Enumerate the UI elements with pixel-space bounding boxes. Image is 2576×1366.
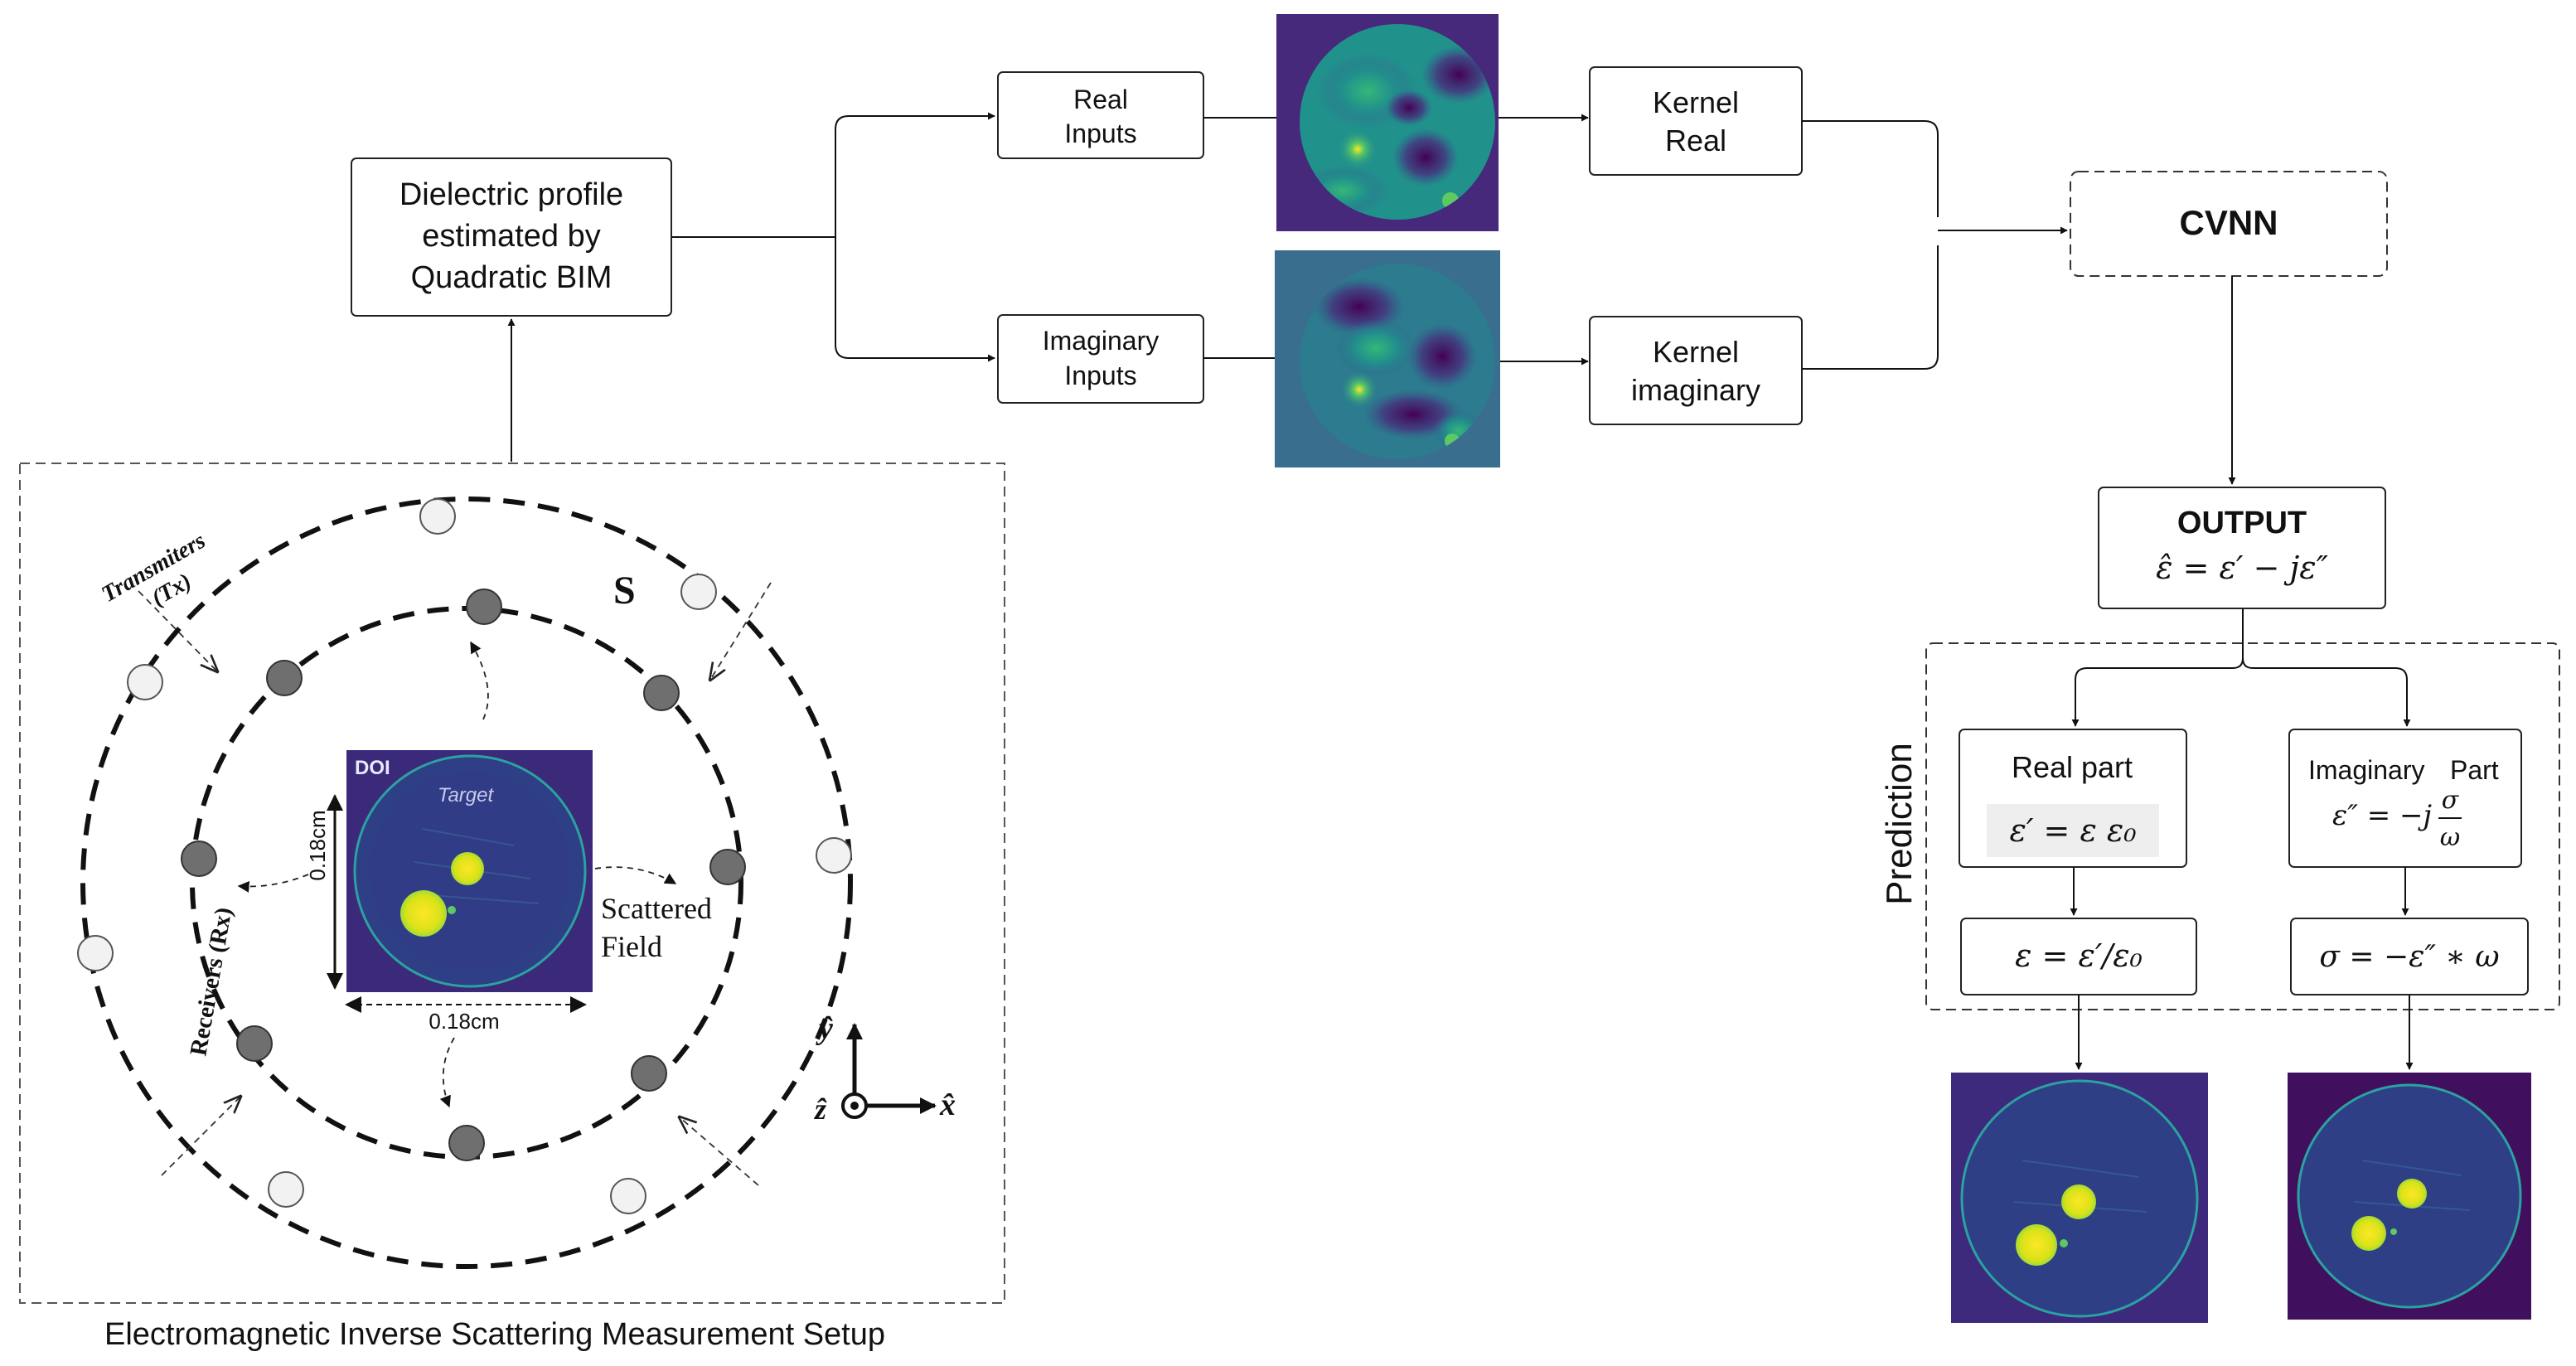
- kernel-real-box: Kernel Real: [1589, 66, 1803, 176]
- rx-node: [643, 675, 680, 711]
- rx-node: [236, 1025, 273, 1062]
- prediction-panel: Prediction Real part ε′ = ε ε₀ Imaginary…: [1879, 608, 2560, 1010]
- branch-connector: [671, 112, 995, 362]
- kernel-imag-line1: Kernel: [1653, 335, 1739, 369]
- rx-node: [466, 589, 502, 625]
- rx-node: [448, 1125, 485, 1161]
- imaginary-inputs-box: Imaginary Inputs: [997, 314, 1204, 404]
- transmitters-label: Transmiters (Tx): [97, 528, 210, 612]
- tx-node: [268, 1171, 304, 1208]
- kernel-real-line2: Real: [1665, 124, 1726, 157]
- imaginary-inputs-line2: Inputs: [1064, 361, 1136, 390]
- imaginary-inputs-line1: Imaginary: [1043, 326, 1160, 356]
- surface-s-label: S: [613, 569, 636, 613]
- cvnn-box: CVNN: [2070, 171, 2388, 277]
- real-input-image: [1276, 14, 1499, 231]
- sigma-formula: σ = −ε″ ∗ ω: [2319, 940, 2499, 974]
- real-part-formula-bg: [1987, 804, 2159, 857]
- kernel-imaginary-box: Kernel imaginary: [1589, 316, 1803, 425]
- rx-node: [181, 840, 217, 877]
- output-label: OUTPUT: [2177, 506, 2307, 540]
- real-inputs-box: Real Inputs: [997, 71, 1204, 159]
- receiver-nodes: [181, 589, 746, 1161]
- real-part-formula: ε′ = ε ε₀: [2009, 812, 2136, 849]
- z-axis-label: ẑ: [813, 1092, 827, 1126]
- tx-node: [610, 1178, 646, 1214]
- rx-node: [631, 1055, 667, 1092]
- tx-node: [77, 935, 114, 971]
- bim-line-1: Dielectric profile: [399, 177, 623, 212]
- imag-part-title-1: Imaginary: [2308, 755, 2425, 785]
- bim-line-3: Quadratic BIM: [411, 260, 613, 295]
- kernel-real-line1: Kernel: [1653, 85, 1739, 119]
- real-part-title: Real part: [2012, 750, 2133, 784]
- coordinate-axes: ŷ x̂ ẑ: [813, 1011, 956, 1126]
- arrow-output-to-imag-part: [2242, 657, 2411, 727]
- transmitter-nodes: [77, 498, 852, 1214]
- doi-image: DOI Target: [346, 750, 593, 992]
- y-axis-label: ŷ: [816, 1011, 833, 1046]
- imag-part-formula-num: σ: [2442, 786, 2460, 815]
- rx-node: [266, 660, 303, 696]
- tx-node: [127, 664, 163, 700]
- output-formula: ε̂ = ε′ − jε″: [2156, 550, 2328, 586]
- prediction-side-label: Prediction: [1879, 743, 1920, 905]
- target-blob-small: [451, 852, 484, 885]
- real-inputs-line1: Real: [1073, 85, 1128, 114]
- imaginary-input-image: [1275, 250, 1500, 467]
- bim-line-2: estimated by: [422, 219, 600, 254]
- incident-wave-arrows: [138, 582, 772, 1186]
- imag-part-formula-lhs: ε″ = −j: [2332, 799, 2433, 832]
- merge-connector: [1802, 120, 2068, 370]
- output-box: OUTPUT ε̂ = ε′ − jε″: [2098, 487, 2386, 609]
- outer-ring-s: [80, 497, 853, 1269]
- scattered-field-label-1: Scattered: [601, 892, 712, 925]
- tx-node: [816, 837, 852, 874]
- predicted-permittivity-image: [1951, 1073, 2208, 1323]
- predicted-conductivity-image: [2288, 1073, 2531, 1320]
- measurement-setup-panel: DOI Target 0.18cm 0.18cm S Scattered Fie…: [19, 463, 1005, 1352]
- tx-node: [680, 574, 717, 610]
- kernel-imag-line2: imaginary: [1631, 373, 1760, 407]
- dimension-label-horizontal: 0.18cm: [429, 1009, 499, 1034]
- scattered-field-label-2: Field: [601, 930, 662, 963]
- rx-node: [709, 849, 746, 885]
- receivers-label: Receivers (Rx): [185, 905, 237, 1058]
- target-blob-large: [400, 890, 447, 937]
- target-label: Target: [438, 784, 494, 807]
- tx-node: [419, 498, 456, 535]
- x-axis-label: x̂: [939, 1087, 956, 1122]
- cvnn-label: CVNN: [2179, 203, 2278, 242]
- setup-caption: Electromagnetic Inverse Scattering Measu…: [104, 1317, 885, 1352]
- setup-dashed-border: [19, 463, 1005, 1304]
- arrow-output-to-real-part: [2071, 608, 2244, 727]
- scattered-field-arrows: [237, 641, 677, 1108]
- imag-part-title-2: Part: [2450, 755, 2499, 785]
- doi-label: DOI: [355, 757, 390, 779]
- imag-part-formula-den: ω: [2440, 823, 2460, 852]
- real-inputs-line2: Inputs: [1064, 119, 1136, 148]
- imag-part-box: [2288, 729, 2522, 868]
- eps-formula: ε = ε′/ε₀: [2015, 937, 2143, 974]
- bim-estimate-box: Dielectric profile estimated by Quadrati…: [351, 157, 672, 317]
- dimension-label-vertical: 0.18cm: [305, 810, 330, 880]
